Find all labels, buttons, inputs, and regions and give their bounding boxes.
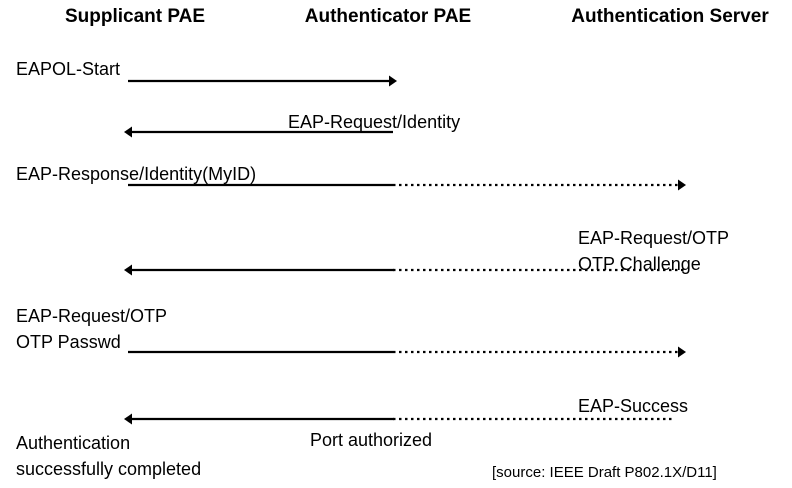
source-citation: [source: IEEE Draft P802.1X/D11] <box>492 464 717 482</box>
message-label-eap-request-identity: EAP-Request/Identity <box>288 110 460 134</box>
column-header-authentication-server: Authentication Server <box>550 6 790 28</box>
annotation-port-authorized: Port authorized <box>310 428 432 452</box>
message-label-eapol-start: EAPOL-Start <box>16 57 120 81</box>
column-header-authentication-server-label: Authentication Server <box>571 6 769 27</box>
arrow-eap-request-otp-passwd <box>128 346 686 358</box>
column-header-supplicant-label: Supplicant PAE <box>64 6 206 27</box>
message-label-eap-request-otp-challenge-line1: EAP-Request/OTP <box>578 228 730 248</box>
message-label-eap-success-text: EAP-Success <box>578 396 689 416</box>
column-header-authenticator-label: Authenticator PAE <box>304 6 472 27</box>
message-label-eap-request-identity-text: EAP-Request/Identity <box>288 112 461 132</box>
column-header-supplicant: Supplicant PAE <box>35 6 235 28</box>
column-header-authenticator: Authenticator PAE <box>278 6 498 28</box>
arrow-eap-request-otp-challenge <box>124 264 685 276</box>
arrow-eap-response-identity <box>128 179 686 191</box>
message-label-eap-request-otp-passwd-line2: OTP Passwd <box>16 332 121 352</box>
message-label-eapol-start-text: EAPOL-Start <box>16 59 121 79</box>
arrow-eap-success <box>124 413 675 425</box>
message-label-eap-response-identity-text: EAP-Response/Identity(MyID) <box>16 164 257 184</box>
annotation-authentication-complete: Authentication successfully completed <box>16 430 201 482</box>
message-label-eap-response-identity: EAP-Response/Identity(MyID) <box>16 162 256 186</box>
annotation-authentication-complete-line2: successfully completed <box>16 459 202 479</box>
annotation-port-authorized-text: Port authorized <box>310 430 433 450</box>
arrow-eapol-start <box>128 75 397 87</box>
arrow-eap-request-identity <box>124 126 393 138</box>
message-label-eap-success: EAP-Success <box>578 394 688 418</box>
source-citation-text: [source: IEEE Draft P802.1X/D11] <box>492 464 717 481</box>
message-label-eap-request-otp-passwd-line1: EAP-Request/OTP <box>16 306 168 326</box>
annotation-authentication-complete-line1: Authentication <box>16 433 131 453</box>
message-label-eap-request-otp-passwd: EAP-Request/OTP OTP Passwd <box>16 303 167 355</box>
